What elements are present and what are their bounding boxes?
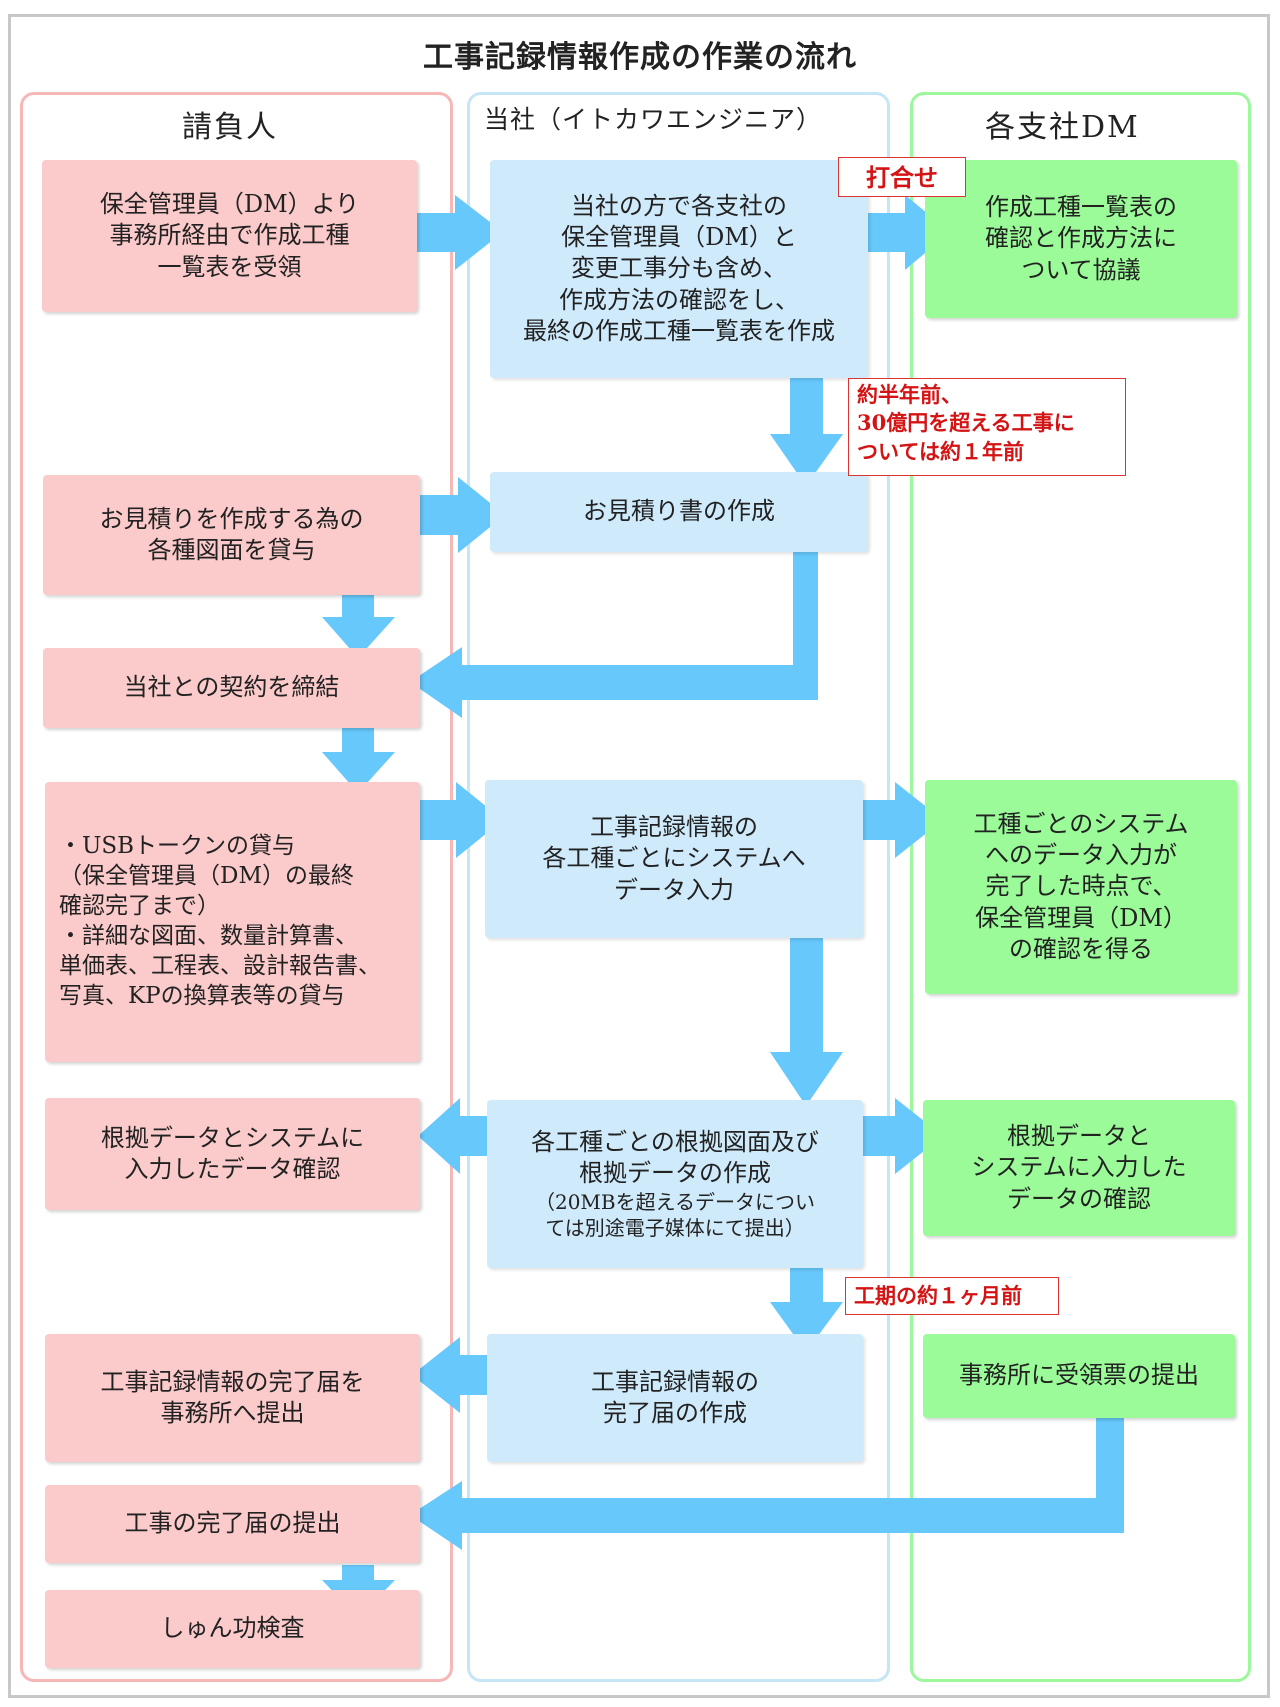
arrow-k2-to-c3 (410, 537, 818, 718)
step-lend-drawings: お見積りを作成する為の 各種図面を貸与 (43, 475, 420, 595)
step-submit-work-completion: 工事の完了届の提出 (45, 1485, 420, 1563)
step-confirm-data: 根拠データとシステムに 入力したデータ確認 (45, 1098, 420, 1210)
arrow-k4-to-c5 (418, 1098, 490, 1174)
diagram-title: 工事記録情報作成の作業の流れ (423, 40, 857, 75)
arrow-c2-to-k2 (408, 477, 505, 553)
arrow-k3-to-k4 (770, 928, 843, 1106)
arrow-c3-to-c4 (322, 725, 395, 793)
step-lend-usb-token: ・USBトークンの貸与 （保全管理員（DM）の最終 確認完了まで） ・詳細な図面… (45, 782, 420, 1062)
step-branch-data-check: 根拠データと システムに入力した データの確認 (923, 1100, 1235, 1236)
note-timing-estimate: 約半年前、 30億円を超える工事に ついては約１年前 (848, 378, 1126, 476)
arrow-c1-to-k1 (405, 195, 503, 270)
step-receive-list: 保全管理員（DM）より 事務所経由で作成工種 一覧表を受領 (42, 160, 417, 312)
step-submit-completion-report: 工事記録情報の完了届を 事務所へ提出 (45, 1334, 420, 1462)
lane-company-heading: 当社（イトカワエンジニア） (484, 105, 823, 134)
step-create-estimate: お見積り書の作成 (490, 472, 868, 552)
step-completion-inspection: しゅん功検査 (45, 1590, 420, 1668)
basis-data-sub-text: （20MBを超えるデータについ ては別途電子媒体にて提出） (534, 1190, 816, 1241)
step-sign-contract: 当社との契約を締結 (43, 648, 420, 728)
arrow-k4-to-k5 (770, 1264, 843, 1352)
step-create-basis-data: 各工種ごとの根拠図面及び 根拠データの作成 （20MBを超えるデータについ ては… (487, 1100, 863, 1268)
arrow-k5-to-c6 (412, 1337, 505, 1413)
step-dm-confirmation: 工種ごとのシステム へのデータ入力が 完了した時点で、 保全管理員（DM） の確… (925, 780, 1237, 994)
arrow-k3-to-g2 (847, 782, 943, 858)
arrow-c2-to-c3 (322, 590, 395, 658)
arrow-k1-to-k2 (770, 368, 843, 486)
note-meeting: 打合せ (838, 157, 966, 197)
arrow-c4-to-k3 (406, 782, 503, 858)
step-submit-receipt: 事務所に受領票の提出 (923, 1334, 1235, 1418)
note-timing-completion: 工期の約１ヶ月前 (845, 1277, 1059, 1315)
outer-frame (8, 14, 1270, 1698)
step-create-final-list: 当社の方で各支社の 保全管理員（DM）と 変更工事分も含め、 作成方法の確認をし… (490, 160, 868, 378)
step-input-system-data: 工事記録情報の 各工種ごとにシステムへ データ入力 (485, 780, 863, 938)
step-create-completion-report: 工事記録情報の 完了届の作成 (487, 1334, 863, 1462)
arrow-k4-to-g3 (847, 1098, 943, 1174)
step-discuss-method: 作成工種一覧表の 確認と作成方法に ついて協議 (925, 160, 1237, 318)
lane-contractor-heading: 請負人 (182, 110, 278, 145)
lane-branch-heading: 各支社DM (985, 110, 1140, 145)
arrow-g4-to-c7 (410, 1405, 1124, 1550)
basis-data-main-text: 各工種ごとの根拠図面及び 根拠データの作成 (531, 1127, 819, 1187)
